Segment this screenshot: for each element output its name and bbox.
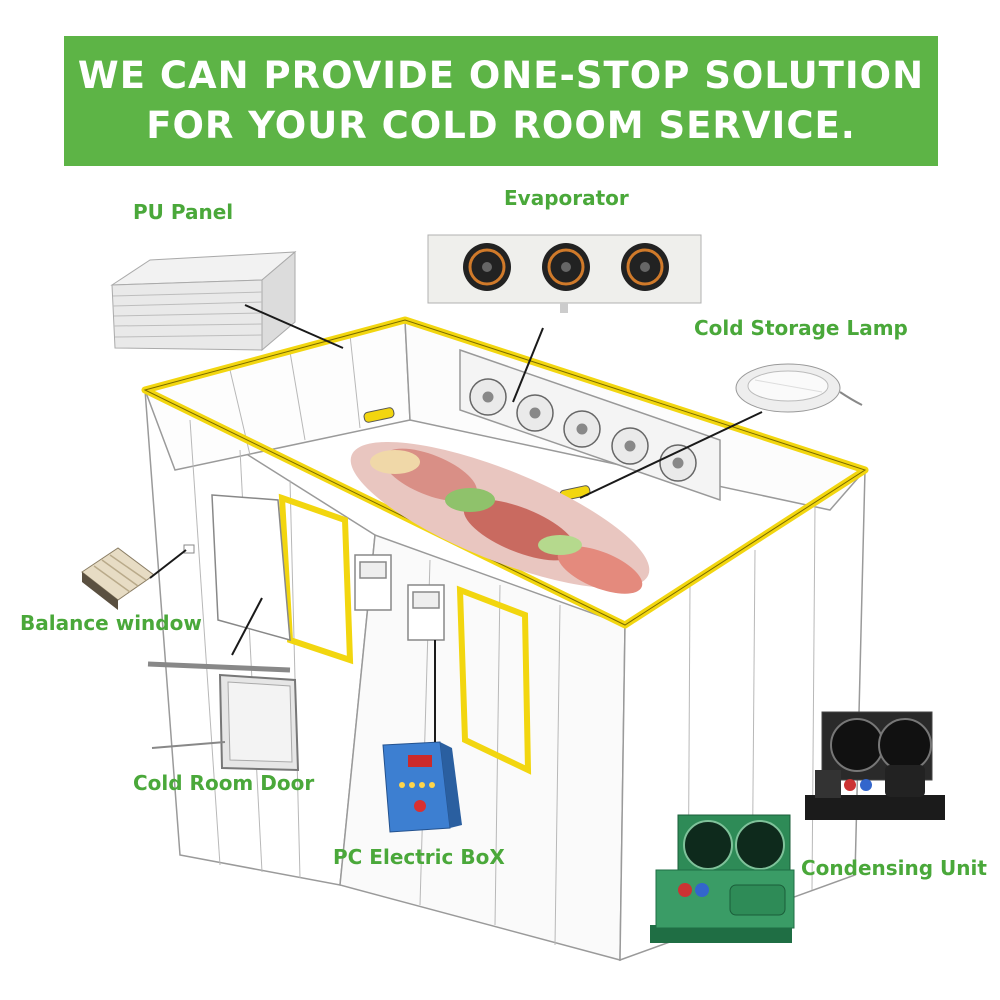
- headline-line-2: FOR YOUR COLD ROOM SERVICE.: [146, 104, 856, 147]
- balance-window-image: [81, 547, 155, 610]
- pu-panel-stack-image: [110, 250, 297, 352]
- leader-door: [231, 597, 263, 656]
- cold-room-door-image: [147, 661, 300, 772]
- label-pu-panel: PU Panel: [133, 200, 234, 224]
- label-pc-electric-box: PC Electric BoX: [333, 845, 505, 869]
- condensing-unit-black-image: [805, 711, 945, 820]
- evaporator-image: [427, 234, 702, 313]
- wall-vent: [183, 544, 195, 554]
- door-left: [211, 493, 354, 665]
- food-pile: [350, 441, 650, 594]
- cold-storage-lamp-image: [735, 363, 863, 413]
- condensing-unit-green-image: [650, 814, 795, 943]
- pc-electric-box-image: [382, 741, 462, 833]
- leader-balance-window: [149, 549, 187, 579]
- label-balance-window: Balance window: [20, 611, 202, 635]
- leader-lines: [149, 304, 763, 742]
- leader-evaporator: [512, 327, 544, 403]
- headline-line-1: WE CAN PROVIDE ONE-STOP SOLUTION: [77, 54, 925, 97]
- door-right: [456, 585, 532, 775]
- label-evaporator: Evaporator: [504, 186, 629, 210]
- leader-lamp: [579, 411, 763, 499]
- label-condensing-unit: Condensing Unit: [801, 856, 987, 880]
- label-cold-storage-lamp: Cold Storage Lamp: [694, 316, 908, 340]
- headline-banner: WE CAN PROVIDE ONE-STOP SOLUTION FOR YOU…: [64, 36, 938, 166]
- label-cold-room-door: Cold Room Door: [133, 771, 315, 795]
- leader-pu-panel: [244, 304, 344, 349]
- interior-lamp-1: [363, 407, 395, 423]
- wall-control-panels: [354, 554, 445, 641]
